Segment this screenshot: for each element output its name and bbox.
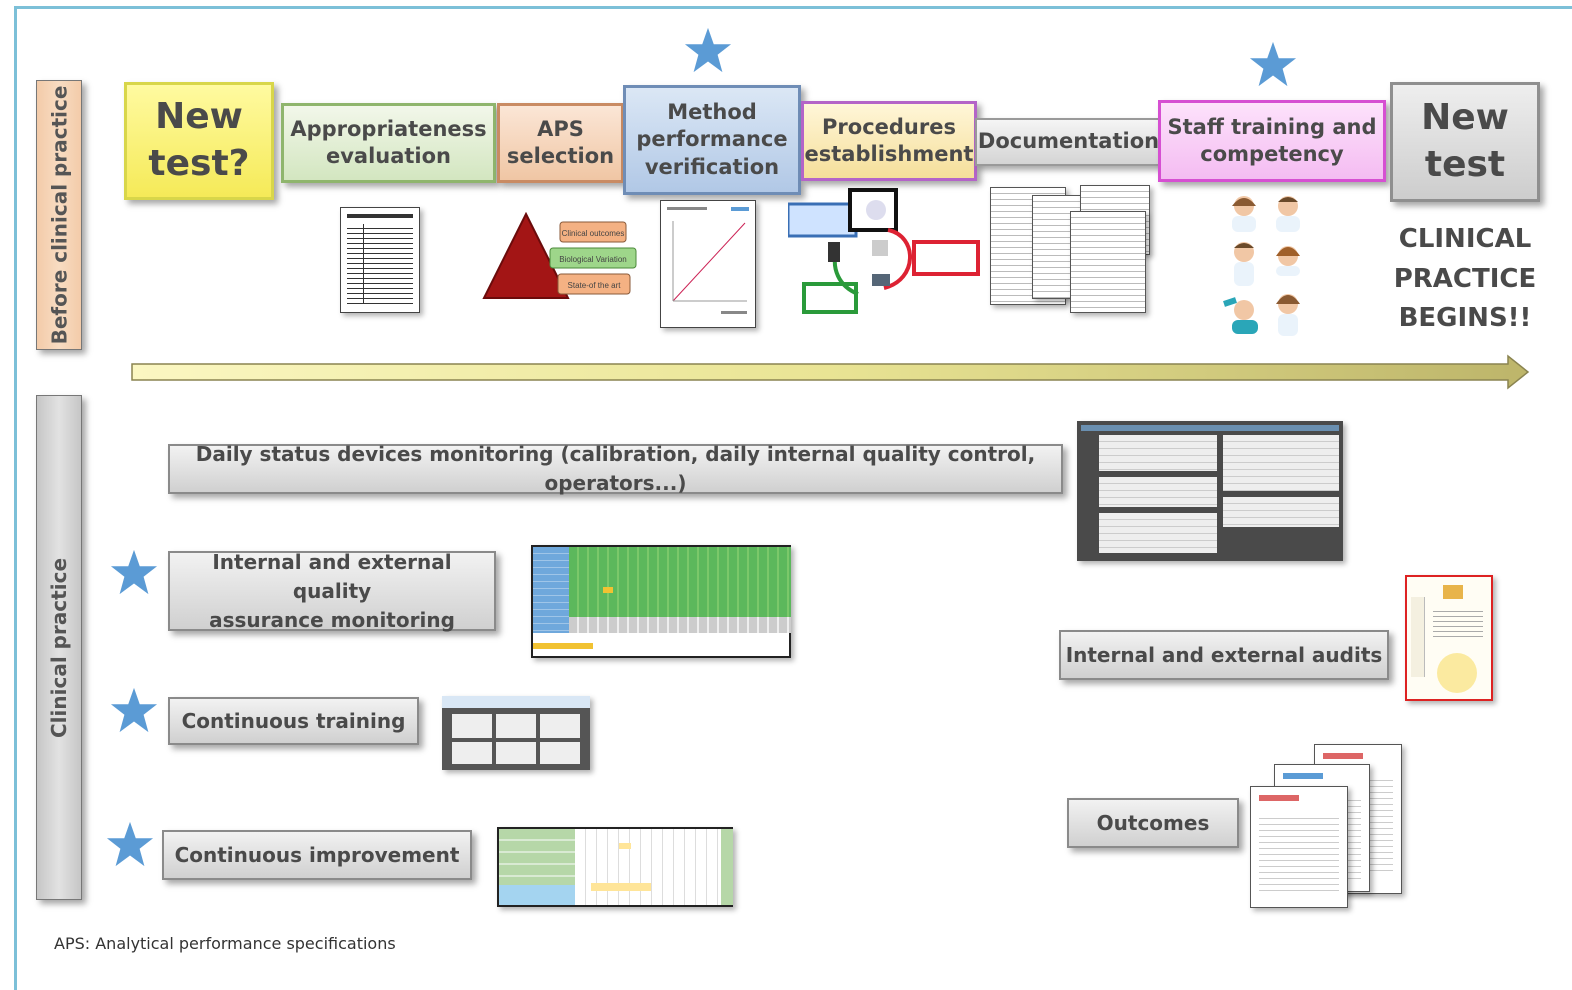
step-procedures-label: Procedures establishment: [804, 114, 974, 166]
step-staff-label: Staff training and competency: [1167, 114, 1377, 166]
staff-avatars-group: [1223, 196, 1300, 336]
clinical-practice-text: Clinical practice: [47, 557, 71, 738]
daily-status-monitoring-box: Daily status devices monitoring (calibra…: [168, 442, 1063, 495]
step-new-test: New test: [1390, 82, 1540, 202]
staff-avatar: [1234, 242, 1254, 286]
procedures-cycle-diagram: [788, 188, 980, 314]
aps-label-state-of-the-art: State-of the art: [568, 281, 622, 290]
quality-assurance-monitoring-label: Internal and external quality assurance …: [209, 549, 455, 632]
staff-avatar: [1223, 297, 1258, 334]
diagram-frame: [14, 6, 1572, 990]
step-appropriateness-label: Appropriateness evaluation: [290, 116, 487, 168]
star-icon: [684, 27, 732, 73]
step-documentation-label: Documentation: [977, 129, 1160, 154]
clinical-practice-label: Clinical practice: [36, 395, 82, 900]
accreditation-certificate-thumbnail: [1405, 575, 1493, 701]
quality-assurance-spreadsheet-thumbnail: [531, 545, 791, 658]
timeline-arrow: [131, 354, 1530, 390]
outcomes-label: Outcomes: [1096, 810, 1210, 835]
aps-label-clinical-outcomes: Clinical outcomes: [562, 229, 625, 238]
method-verification-report-thumbnail: [660, 200, 756, 328]
aps-label-biological-variation: Biological Variation: [559, 255, 626, 264]
continuous-improvement-box: Continuous improvement: [162, 830, 472, 880]
audits-label: Internal and external audits: [1065, 642, 1383, 667]
staff-avatar: [1276, 246, 1300, 276]
before-clinical-practice-text: Before clinical practice: [47, 85, 71, 345]
quality-assurance-monitoring-box: Internal and external quality assurance …: [168, 550, 496, 632]
footnote-aps-definition: APS: Analytical performance specificatio…: [54, 934, 396, 953]
star-icon: [110, 549, 158, 595]
step-procedures-establishment: Procedures establishment: [801, 101, 977, 181]
staff-avatar: [1276, 294, 1300, 336]
documentation-stack-thumbnail: [986, 183, 1154, 317]
star-icon: [1249, 41, 1297, 87]
staff-avatar: [1232, 196, 1256, 232]
step-method-label: Method performance verification: [636, 100, 788, 179]
training-platform-thumbnail: [442, 696, 590, 770]
step-documentation: Documentation: [975, 118, 1162, 166]
step-staff-training-competency: Staff training and competency: [1158, 100, 1386, 182]
star-icon: [110, 687, 158, 733]
step-new-test-label: New test: [1421, 97, 1509, 185]
improvement-spreadsheet-thumbnail: [497, 827, 733, 907]
step-aps-selection: APS selection: [497, 103, 624, 183]
outcomes-box: Outcomes: [1067, 798, 1239, 848]
continuous-training-box: Continuous training: [168, 697, 419, 745]
daily-status-monitoring-label: Daily status devices monitoring (calibra…: [195, 442, 1036, 495]
aps-triangle-diagram: Clinical outcomes Biological Variation S…: [482, 212, 637, 299]
before-clinical-practice-label: Before clinical practice: [36, 80, 82, 350]
continuous-training-label: Continuous training: [181, 708, 406, 733]
audits-box: Internal and external audits: [1059, 630, 1389, 680]
appropriateness-form-thumbnail: [340, 207, 420, 313]
star-icon: [106, 821, 154, 867]
device-dashboard-thumbnail: [1077, 421, 1343, 561]
clinical-practice-begins-text: CLINICAL PRACTICE BEGINS!!: [1393, 224, 1537, 334]
outcomes-papers-thumbnail: [1248, 744, 1408, 910]
continuous-improvement-label: Continuous improvement: [174, 842, 460, 867]
step-new-test-question: New test?: [124, 82, 274, 200]
step-method-performance-verification: Method performance verification: [623, 85, 801, 195]
step-appropriateness-evaluation: Appropriateness evaluation: [281, 103, 496, 183]
step-aps-label: APS selection: [506, 116, 615, 168]
step-new-test-question-label: New test?: [148, 96, 250, 184]
staff-avatar: [1276, 196, 1300, 232]
